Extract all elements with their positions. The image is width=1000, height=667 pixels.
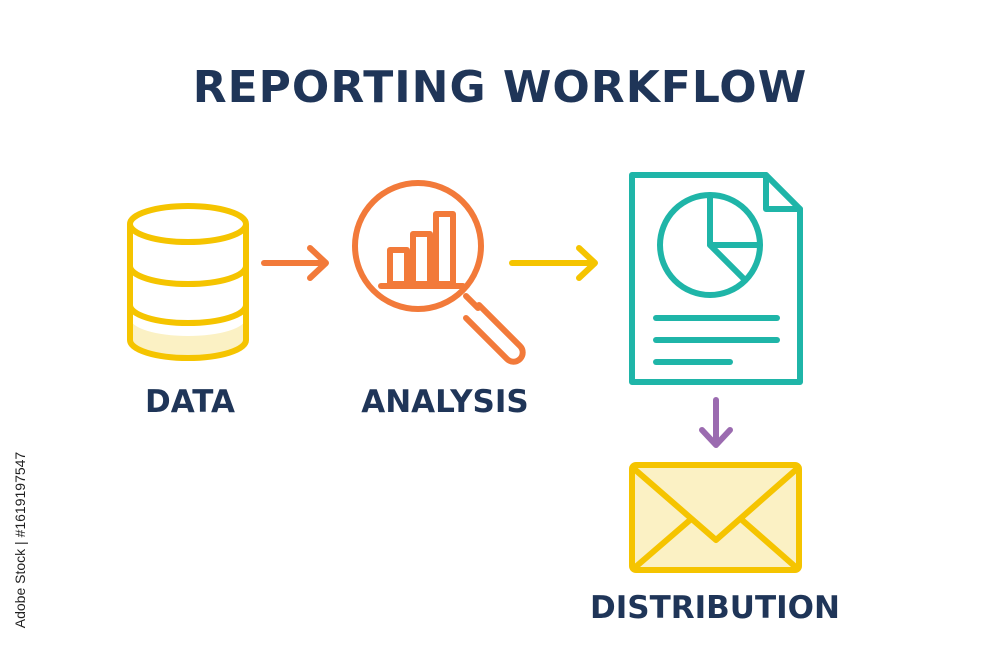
diagram-title: REPORTING WORKFLOW [192,62,808,113]
database-icon [127,203,249,361]
envelope-icon [629,462,802,573]
arrow-report-to-distribution [699,397,733,448]
step-label-data: DATA [144,384,236,420]
pie-chart-icon [657,192,763,298]
step-label-distribution: DISTRIBUTION [590,590,840,626]
report-document-icon [629,172,803,385]
arrow-data-to-analysis [261,245,329,281]
step-label-analysis: ANALYSIS [361,384,529,420]
arrow-analysis-to-report [509,245,598,281]
magnifier-chart-icon [352,180,526,365]
stock-image-id: Adobe Stock | #1619197547 [12,451,28,629]
